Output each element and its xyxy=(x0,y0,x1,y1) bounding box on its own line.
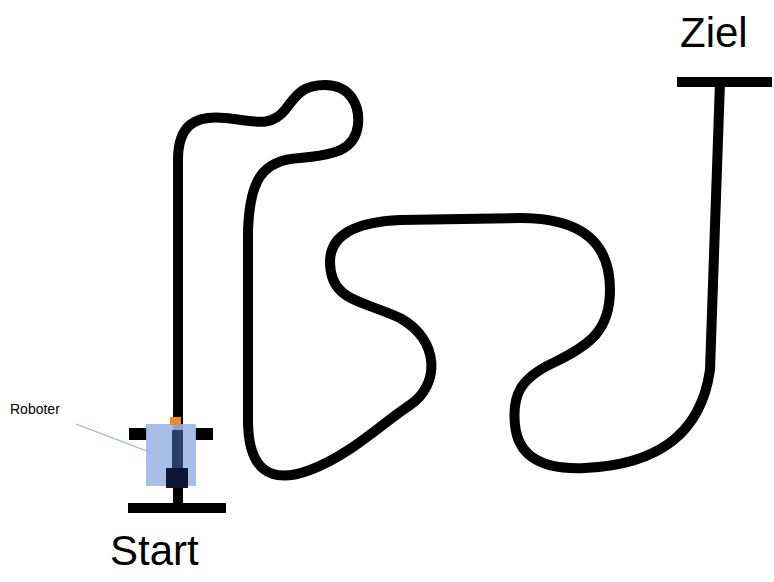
robot-label: Roboter xyxy=(10,402,60,417)
robot-sensor xyxy=(170,417,181,425)
robot-base xyxy=(166,468,188,488)
robot-wheel xyxy=(195,428,213,440)
track-line xyxy=(178,82,720,490)
robot-sensor-track xyxy=(172,430,183,470)
robot-wheel xyxy=(129,428,147,440)
leader-line xyxy=(76,424,152,453)
start-label: Start xyxy=(110,528,199,574)
goal-bar xyxy=(677,77,772,87)
goal-label: Ziel xyxy=(680,10,748,56)
start-bar xyxy=(128,503,226,513)
